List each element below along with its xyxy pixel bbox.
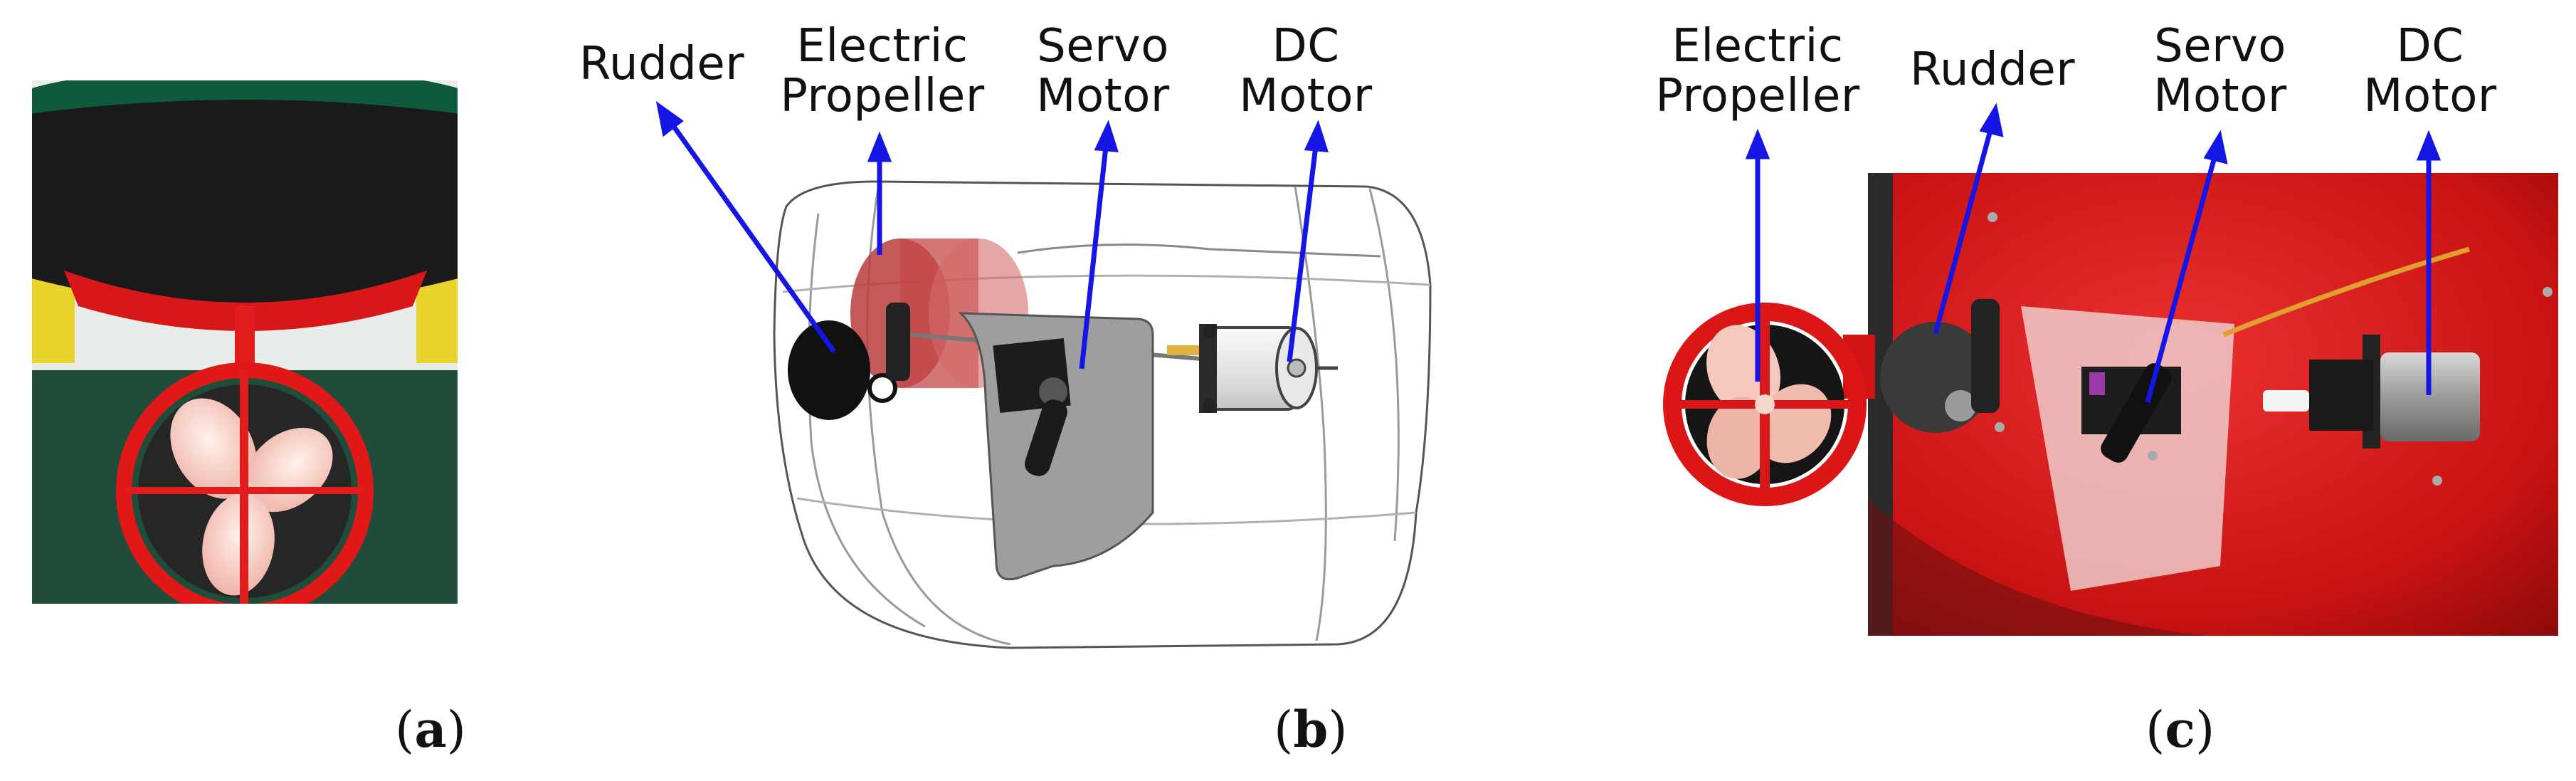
arrow-c-servo	[2145, 149, 2219, 403]
label-c-dc: DC Motor	[2363, 20, 2497, 122]
label-c-rudder: Rudder	[1909, 43, 2076, 96]
arrow-b-servo	[1079, 140, 1109, 369]
arrowhead-c-servo	[2203, 130, 2228, 164]
arrow-c-rudder	[1933, 122, 1995, 334]
arrow-b-rudder	[667, 117, 836, 354]
arrowhead-b-rudder	[655, 101, 684, 137]
arrowhead-b-servo	[1094, 120, 1119, 152]
arrowhead-c-propeller	[1745, 128, 1770, 159]
label-b-rudder: Rudder	[579, 38, 745, 90]
arrowhead-b-propeller	[867, 131, 892, 162]
label-c-propeller: Electric Propeller	[1655, 20, 1860, 122]
arrowhead-c-dc	[2416, 130, 2442, 161]
label-b-dc: DC Motor	[1239, 20, 1373, 122]
arrow-b-dc	[1287, 140, 1319, 362]
panel-c-propeller	[1663, 303, 1875, 506]
panel-b-components	[788, 239, 1338, 581]
caption-c: (c)	[2145, 700, 2215, 759]
label-b-servo: Servo Motor	[1036, 20, 1170, 122]
arrowhead-b-dc	[1304, 120, 1329, 152]
label-c-servo: Servo Motor	[2153, 20, 2287, 122]
panel-c-hull	[1868, 173, 2558, 636]
caption-b: (b)	[1274, 700, 1348, 759]
arrowhead-c-rudder	[1979, 103, 2004, 137]
label-b-propeller: Electric Propeller	[780, 20, 985, 122]
caption-a: (a)	[395, 700, 466, 759]
callout-arrows	[655, 101, 2442, 403]
